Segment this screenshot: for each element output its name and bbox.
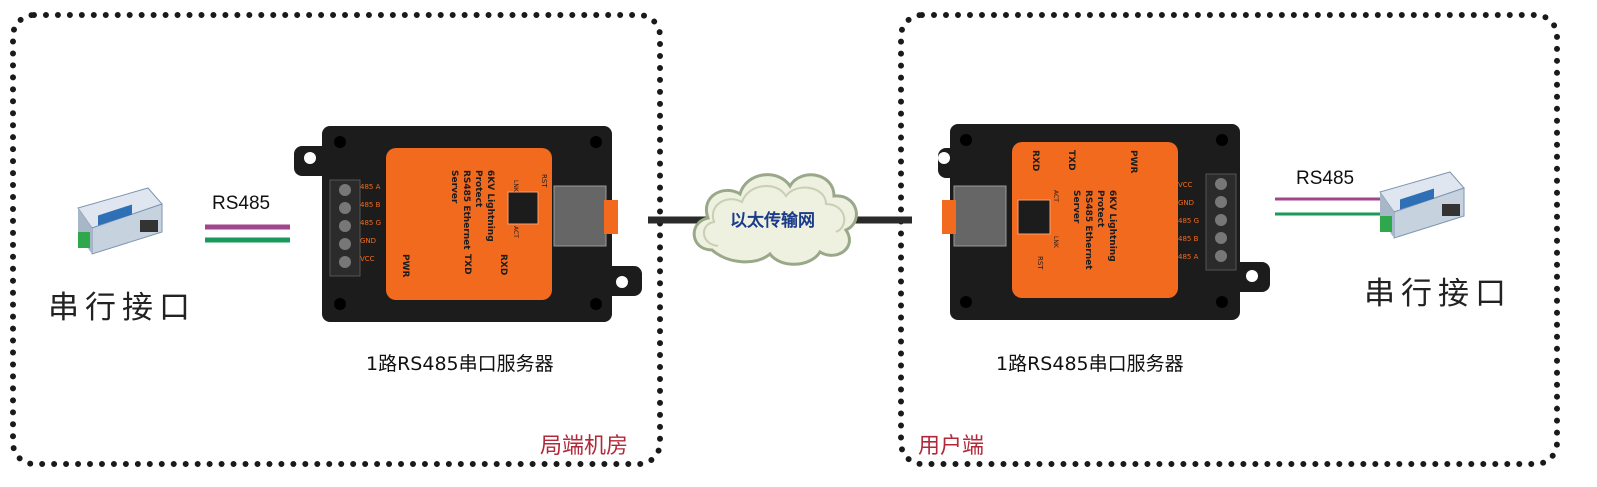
remote-serial-interface-label: 串行接口 — [1364, 276, 1512, 312]
remote-led-rxd-label: RXD — [1030, 150, 1040, 172]
remote-serial-server-label: 1路RS485串口服务器 — [996, 353, 1184, 375]
remote-rst-label: RST — [1036, 256, 1044, 270]
local-panel-brand-line2: RS485 Ethernet Server — [449, 170, 471, 250]
local-zone-label: 局端机房 — [540, 434, 629, 459]
terminal-label: 485 G — [1178, 217, 1200, 225]
remote-lnk-label: LNK — [1052, 236, 1059, 248]
terminal-label: 485 G — [360, 219, 382, 227]
remote-led-pwr-label: PWR — [1128, 150, 1138, 174]
remote-zone-label: 用户端 — [918, 434, 985, 459]
local-serial-server-device-icon — [294, 126, 642, 322]
remote-led-txd-label: TXD — [1066, 150, 1076, 171]
local-panel-brand: 6KV Lightning Protect RS485 Ethernet Ser… — [448, 170, 496, 260]
terminal-label: 485 B — [360, 201, 381, 209]
local-serial-server-label: 1路RS485串口服务器 — [366, 353, 554, 375]
remote-act-label: ACT — [1052, 190, 1059, 202]
local-serial-interface-label: 串行接口 — [48, 290, 196, 326]
remote-panel-brand: 6KV Lightning Protect RS485 Ethernet Ser… — [1070, 190, 1118, 280]
local-led-txd-label: TXD — [462, 254, 472, 275]
remote-site-zone — [898, 12, 1560, 467]
remote-panel-brand-line1: 6KV Lightning Protect — [1095, 190, 1117, 262]
terminal-label: 485 A — [360, 183, 381, 191]
terminal-label: VCC — [360, 255, 375, 263]
ethernet-cloud-icon — [692, 173, 858, 266]
local-serial-converter-icon — [77, 187, 163, 255]
terminal-label: VCC — [1178, 181, 1193, 189]
remote-panel-brand-line2: RS485 Ethernet Server — [1071, 190, 1093, 270]
terminal-label: 485 B — [1178, 235, 1199, 243]
local-rst-label: RST — [540, 174, 548, 188]
cloud-label: 以太传输网 — [730, 211, 815, 231]
local-site-zone — [10, 12, 663, 467]
remote-serial-converter-icon — [1379, 171, 1465, 239]
terminal-label: 485 A — [1178, 253, 1199, 261]
remote-terminal-labels: VCC GND 485 G 485 B 485 A — [1178, 176, 1206, 266]
local-lnk-label: LNK — [512, 180, 519, 192]
terminal-label: GND — [360, 237, 377, 245]
local-led-pwr-label: PWR — [400, 254, 410, 278]
remote-rs485-label: RS485 — [1296, 168, 1355, 189]
local-rs485-label: RS485 — [212, 193, 271, 214]
local-act-label: ACT — [512, 226, 519, 238]
local-led-rxd-label: RXD — [498, 254, 508, 276]
terminal-label: GND — [1178, 199, 1195, 207]
local-terminal-labels: 485 A 485 B 485 G GND VCC — [360, 178, 386, 268]
local-panel-brand-line1: 6KV Lightning Protect — [473, 170, 495, 242]
remote-serial-server-device-icon — [938, 124, 1270, 320]
